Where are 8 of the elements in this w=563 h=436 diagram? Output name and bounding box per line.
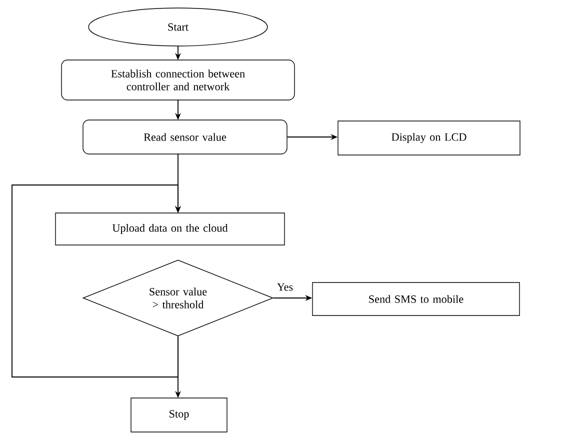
process-box: Upload data on the cloud — [55, 212, 285, 246]
loop-arrow — [12, 184, 181, 378]
process-box: Display on LCD — [338, 120, 520, 156]
edge-label: Yes — [277, 283, 293, 291]
process-box: Send SMS to mobile — [312, 282, 520, 316]
process-box: Stop — [130, 398, 228, 432]
process-box: Establish connection between controller and network — [61, 60, 295, 100]
process-box: Read sensor value — [82, 120, 288, 154]
